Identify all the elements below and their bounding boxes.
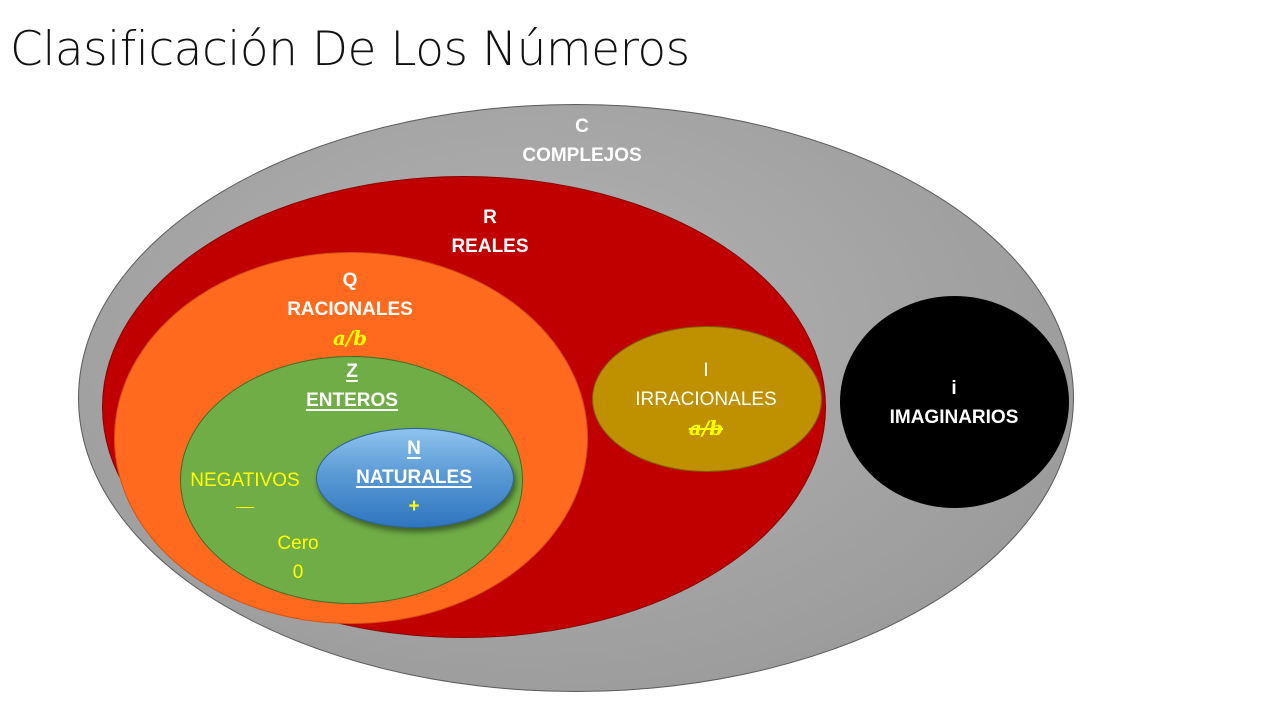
irracionales-formula-wrap: a/b xyxy=(606,414,806,443)
naturales-set xyxy=(316,428,514,528)
cero-value: 0 xyxy=(292,562,304,583)
imaginarios-label: i IMAGINARIOS xyxy=(854,374,1054,432)
negativos-sign xyxy=(236,507,254,508)
negativos-label: NEGATIVOS xyxy=(170,466,320,514)
irracionales-set xyxy=(592,326,822,472)
irracionales-name: IRRACIONALES xyxy=(635,389,777,410)
cero-name: Cero xyxy=(277,533,319,554)
irracionales-symbol: I xyxy=(703,360,709,381)
complejos-symbol: C xyxy=(575,116,589,137)
racionales-symbol: Q xyxy=(342,270,358,291)
cero-label: Cero 0 xyxy=(248,529,348,587)
page-title: Clasificación De Los Números xyxy=(10,22,690,77)
imaginarios-set xyxy=(840,296,1069,508)
enteros-symbol: Z xyxy=(346,361,358,382)
imaginarios-name: IMAGINARIOS xyxy=(889,407,1019,428)
negativos-name: NEGATIVOS xyxy=(190,470,300,491)
naturales-name: NATURALES xyxy=(356,467,472,488)
reales-symbol: R xyxy=(483,207,497,228)
imaginarios-symbol: i xyxy=(951,378,957,399)
reales-label: R REALES xyxy=(390,203,590,261)
reales-name: REALES xyxy=(451,236,529,257)
naturales-symbol: N xyxy=(407,438,421,459)
complejos-name: COMPLEJOS xyxy=(522,145,642,166)
naturales-label: N NATURALES + xyxy=(314,434,514,521)
enteros-label: Z ENTEROS xyxy=(252,357,452,415)
complejos-label: C COMPLEJOS xyxy=(482,112,682,170)
irracionales-label: I IRRACIONALES a/b xyxy=(606,356,806,443)
racionales-name: RACIONALES xyxy=(287,299,413,320)
irracionales-formula: a/b xyxy=(688,416,724,440)
enteros-name: ENTEROS xyxy=(306,390,398,411)
naturales-sign: + xyxy=(408,496,420,517)
racionales-formula: a/b xyxy=(332,326,368,350)
racionales-label: Q RACIONALES a/b xyxy=(250,266,450,353)
